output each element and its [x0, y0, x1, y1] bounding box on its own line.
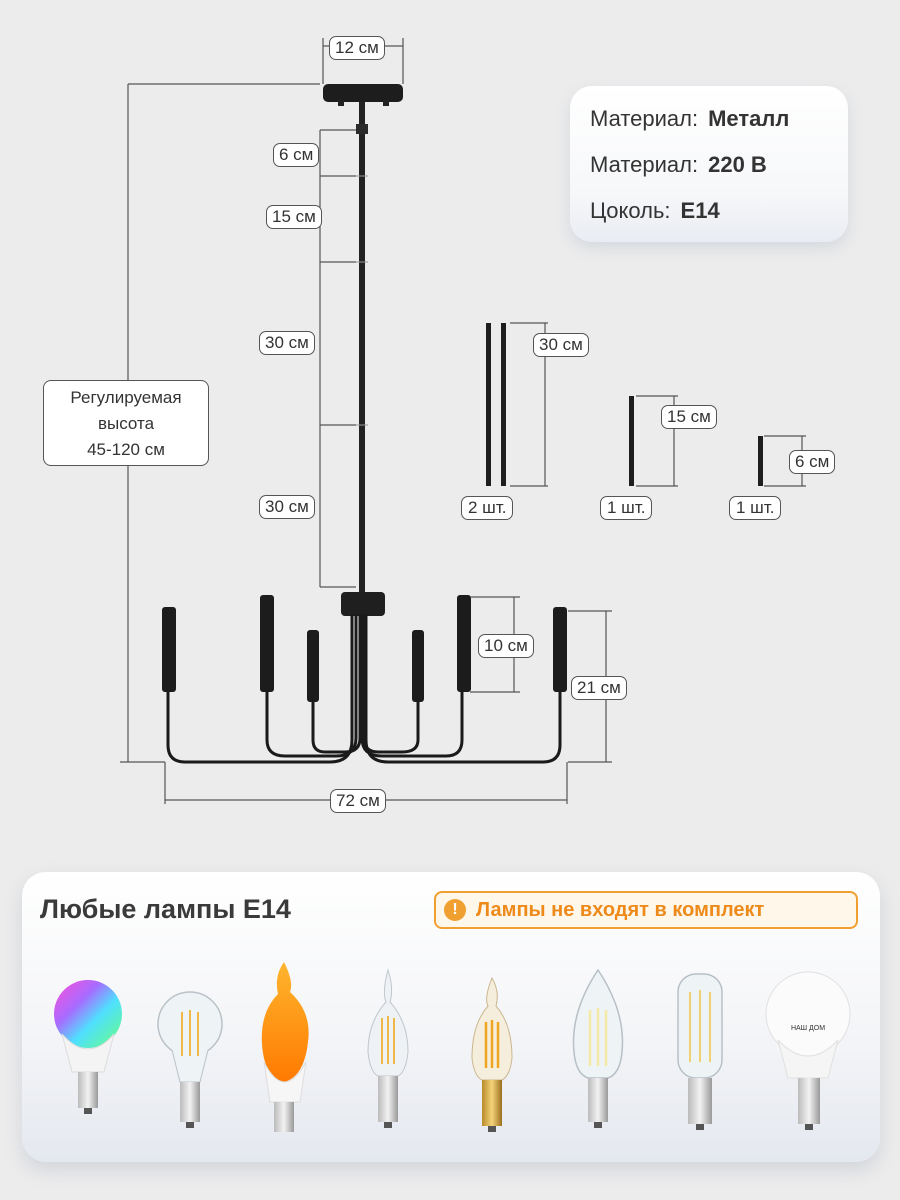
- spec-label: Материал:: [590, 106, 699, 131]
- segment-30-a-label: 30 см: [259, 331, 315, 355]
- arm-21-label: 21 см: [571, 676, 627, 700]
- candle-filament-bulb-icon: [572, 968, 624, 1128]
- warning-badge: ! Лампы не входят в комплект: [434, 891, 858, 929]
- candle-tip-filament-bulb-icon: [367, 968, 409, 1128]
- suspension-rod: [359, 102, 365, 596]
- spec-value: 220 В: [708, 152, 767, 177]
- lamps-title: Любые лампы E14: [40, 894, 291, 924]
- rod-6-qty: 1 шт.: [729, 496, 782, 520]
- globe-filament-bulb-icon: [157, 991, 223, 1128]
- rod-6-length: 6 см: [789, 450, 836, 474]
- led-bulb-brand: НАШ ДОМ: [791, 1025, 825, 1032]
- lamps-panel: Любые лампы E14 ! Лампы не входят в комп…: [22, 872, 880, 1162]
- spec-value: Металл: [708, 106, 790, 131]
- segment-6-label: 6 см: [273, 143, 320, 167]
- spec-value: E14: [680, 198, 720, 223]
- spec-label: Цоколь:: [590, 198, 671, 223]
- width-72-label: 72 см: [330, 789, 386, 813]
- adjustable-height-line1: Регулируемая: [70, 388, 182, 407]
- canopy: [323, 84, 403, 102]
- rod-15-length: 15 см: [661, 405, 717, 429]
- segment-30-b-label: 30 см: [259, 495, 315, 519]
- amber-candle-filament-bulb-icon: [471, 976, 513, 1132]
- spec-row-voltage: Материал: 220 В: [590, 152, 767, 178]
- adjustable-height-line2: высота: [97, 414, 155, 433]
- adjustable-height-box: Регулируемая высота 45-120 см: [43, 380, 209, 466]
- extension-rods: [486, 323, 763, 486]
- center-hub: [341, 592, 385, 616]
- warning-icon: !: [444, 899, 466, 921]
- spec-card: Материал: Металл Материал: 220 В Цоколь: E1…: [570, 86, 848, 242]
- adjustable-height-range: 45-120 см: [87, 440, 165, 459]
- warning-text: Лампы не входят в комплект: [476, 898, 765, 921]
- tubular-filament-bulb-icon: [677, 973, 723, 1130]
- rod-30-qty: 2 шт.: [461, 496, 514, 520]
- bulb-gallery: НАШ ДОМ: [54, 962, 851, 1132]
- arm-10-label: 10 см: [478, 634, 534, 658]
- led-globe-bulb-icon: НАШ ДОМ: [765, 971, 851, 1130]
- rod-30-length: 30 см: [533, 333, 589, 357]
- rod-15-qty: 1 шт.: [600, 496, 653, 520]
- spec-row-material: Материал: Металл: [590, 106, 789, 132]
- chandelier-arms: [166, 614, 562, 764]
- segment-15-label: 15 см: [266, 205, 322, 229]
- spec-label: Материал:: [590, 152, 699, 177]
- chandelier-diagram: [120, 38, 806, 804]
- spec-row-socket: Цоколь: E14: [590, 198, 720, 224]
- rgb-bulb-icon: [54, 980, 122, 1114]
- canopy-width-label: 12 см: [329, 36, 385, 60]
- flame-bulb-icon: [261, 962, 309, 1132]
